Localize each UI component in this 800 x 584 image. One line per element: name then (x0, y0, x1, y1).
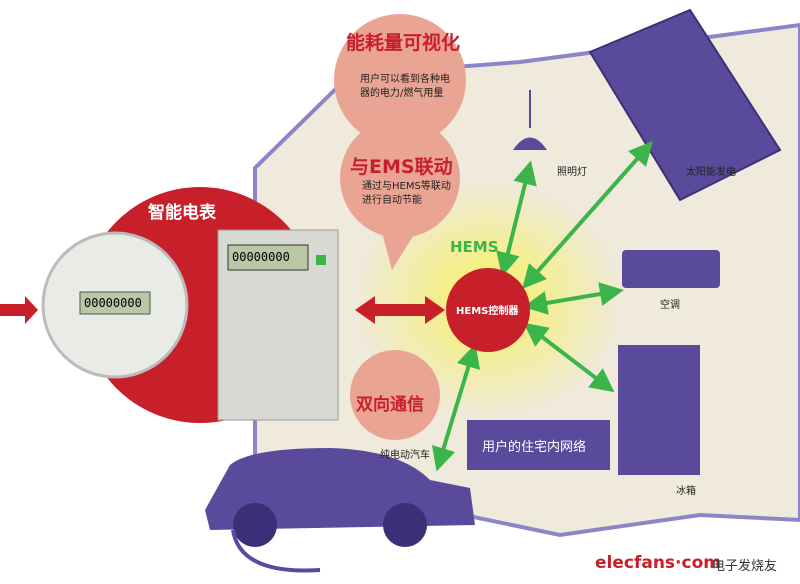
watermark-cn: 电子发烧友 (712, 559, 778, 574)
visualization-title: 能耗量可视化 (346, 32, 461, 54)
ems-desc: 通过与HEMS等联动进行自动节能 (362, 181, 451, 206)
plug-cord (231, 529, 321, 573)
watermark-brand: elecfans·com (595, 553, 721, 573)
link-fridge (523, 322, 615, 393)
hems-controller (446, 268, 530, 352)
input-arrow (0, 296, 38, 324)
link-ev (432, 343, 480, 472)
visualization-desc: 用户可以看到各种电器的电力/燃气用量 (360, 74, 450, 99)
meter-display-left: 00000000 (84, 296, 142, 310)
light-label: 照明灯 (557, 167, 587, 178)
meter-display-right: 00000000 (232, 250, 290, 264)
ems-title: 与EMS联动 (350, 156, 453, 178)
network-box (467, 420, 610, 470)
bubble-ems (340, 118, 460, 238)
hems-controller-label: HEMS控制器 (456, 306, 519, 317)
smart-meter-title: 智能电表 (148, 203, 216, 223)
link-solar (522, 141, 653, 289)
solar-label: 太阳能发电 (686, 167, 736, 178)
ev-label: 纯电动汽车 (380, 450, 430, 461)
bubble-visualization (334, 14, 466, 146)
network-box-label: 用户的住宅内网络 (482, 440, 587, 455)
two-way-arrow (355, 296, 445, 324)
two-way-title: 双向通信 (356, 395, 424, 415)
aircon-icon (622, 250, 720, 288)
aircon-label: 空调 (660, 300, 680, 311)
hems-label: HEMS (450, 238, 499, 256)
bubble-two-way (350, 350, 440, 440)
fridge-icon (618, 345, 700, 475)
fridge-label: 冰箱 (676, 486, 696, 497)
link-aircon (523, 282, 624, 315)
